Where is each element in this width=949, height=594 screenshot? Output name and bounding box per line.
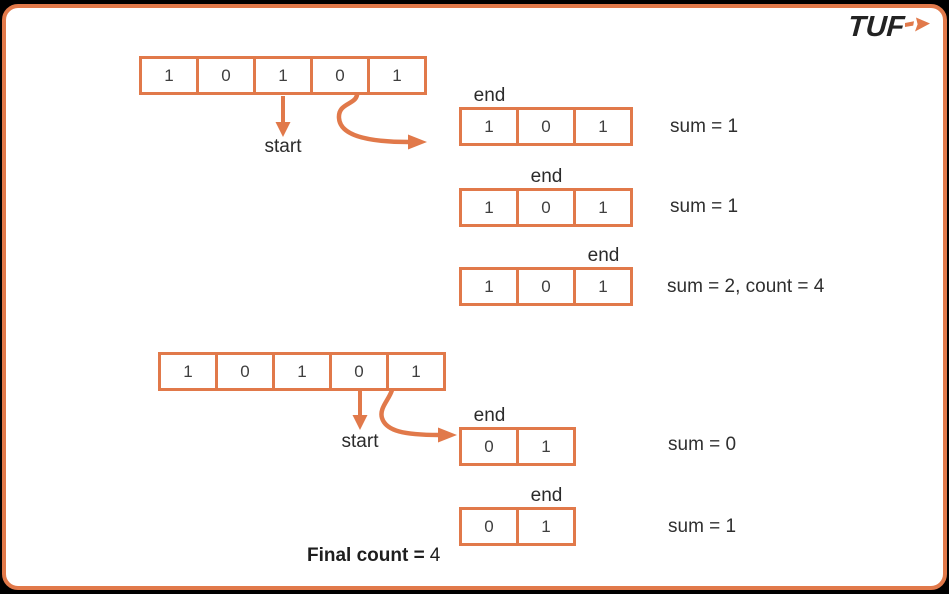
array-cell: 1 xyxy=(462,191,519,224)
curved-arrow-icon xyxy=(379,390,457,443)
array-cell: 1 xyxy=(256,59,313,92)
sum-count-result-text: sum = 2, count = 4 xyxy=(667,276,825,297)
array-cell: 0 xyxy=(462,430,519,463)
tuf-logo: TUF xyxy=(846,11,931,43)
start-pointer-arrow-icon xyxy=(275,96,291,137)
end-label: end xyxy=(473,405,506,426)
array-cell: 0 xyxy=(519,270,576,303)
array-cell: 0 xyxy=(218,355,275,388)
start-pointer-arrow-icon xyxy=(352,391,368,430)
array-cell: 0 xyxy=(199,59,256,92)
array-cell: 1 xyxy=(462,110,519,143)
array-cell: 1 xyxy=(411,361,421,381)
sum-result-text: sum = 1 xyxy=(668,516,737,537)
final-count-value: 4 xyxy=(429,545,441,566)
array-cell: 0 xyxy=(332,355,389,388)
array-cell: 1 xyxy=(541,436,551,456)
pass2-main-array: 1 0 1 0 1 xyxy=(158,352,446,391)
array-cell: 0 xyxy=(462,510,519,543)
pass1-subarray-2: 1 0 1 xyxy=(459,188,633,227)
array-cell: 1 xyxy=(598,276,608,296)
sum-result-text: sum = 1 xyxy=(670,116,739,137)
final-count: Final count =4 xyxy=(307,545,440,567)
pass1-subarray-1: 1 0 1 xyxy=(459,107,633,146)
tuf-logo-arrow-icon xyxy=(905,15,931,40)
pass1-main-array: 1 0 1 0 1 xyxy=(139,56,427,95)
array-cell: 1 xyxy=(392,65,402,85)
pass2-subarray-2: 0 1 xyxy=(459,507,576,546)
pass1-start-label: start xyxy=(264,136,302,157)
array-cell: 0 xyxy=(519,191,576,224)
curved-arrow-icon xyxy=(336,95,427,150)
pass1-subarray-3: 1 0 1 xyxy=(459,267,633,306)
end-label: end xyxy=(587,245,620,266)
array-cell: 0 xyxy=(519,110,576,143)
final-count-label: Final count = xyxy=(307,545,425,566)
array-cell: 1 xyxy=(161,355,218,388)
end-label: end xyxy=(530,166,563,187)
pass2-start-label: start xyxy=(341,431,379,452)
array-cell: 1 xyxy=(598,197,608,217)
array-cell: 1 xyxy=(598,116,608,136)
end-label: end xyxy=(473,85,506,106)
array-cell: 1 xyxy=(142,59,199,92)
pass2-subarray-1: 0 1 xyxy=(459,427,576,466)
end-label: end xyxy=(530,485,563,506)
tuf-logo-text: TUF xyxy=(846,11,906,43)
array-cell: 1 xyxy=(462,270,519,303)
array-cell: 1 xyxy=(541,516,551,536)
array-cell: 1 xyxy=(275,355,332,388)
array-cell: 0 xyxy=(313,59,370,92)
sum-result-text: sum = 0 xyxy=(668,434,737,455)
sum-result-text: sum = 1 xyxy=(670,196,739,217)
